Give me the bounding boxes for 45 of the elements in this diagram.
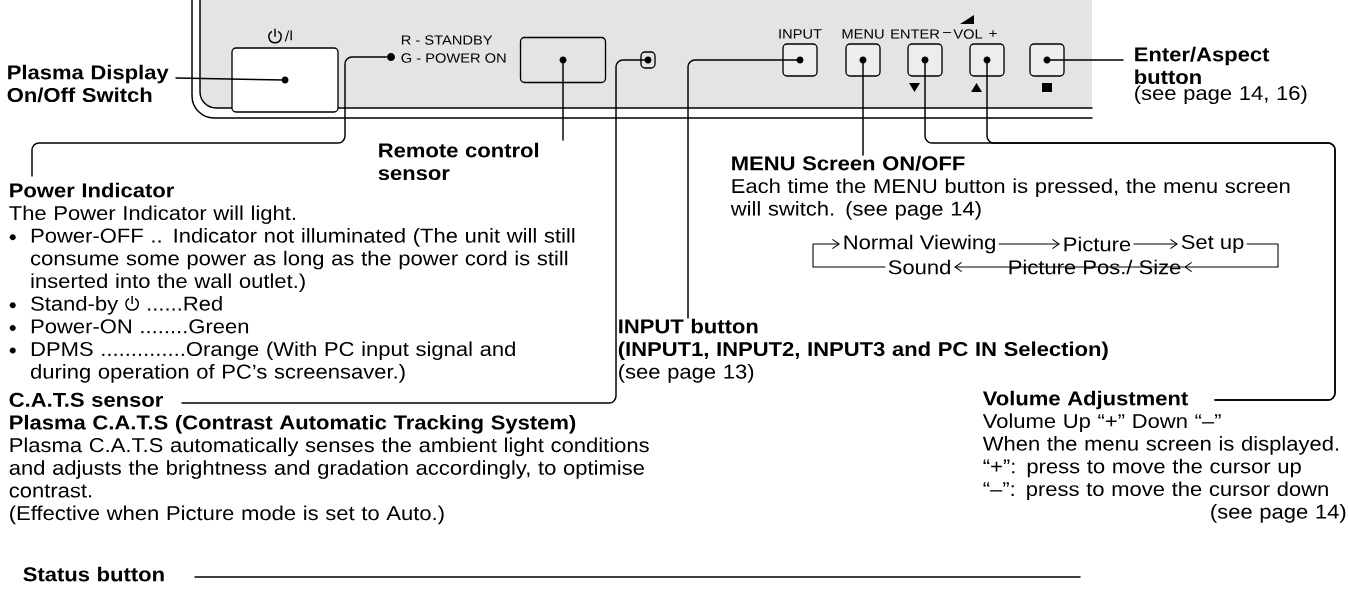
panel-label: INPUT (779, 29, 822, 39)
leader-line (562, 59, 564, 141)
panel-button (782, 43, 818, 77)
menu-item: Picture Pos./ Size (1009, 259, 1181, 275)
leader-line (175, 77, 286, 81)
callout-text: Remote control sensor (378, 142, 539, 181)
leader-line (687, 59, 801, 319)
callout-text: INPUT button (INPUT1, INPUT2, INPUT3 and PC IN Selection) (see page 13) (618, 318, 1108, 383)
panel-label: VOL (953, 29, 983, 39)
panel-button (845, 43, 881, 77)
panel-label: MENU (842, 29, 884, 39)
leader-line (31, 56, 387, 177)
callout-text: Status button (23, 566, 164, 582)
menu-item: Sound (888, 259, 950, 275)
leader-line (862, 59, 864, 156)
callout-text: Power Indicator The Power Indicator will light. Power-OFF .. Indicator not illuminated (The unit will still consume some power as long as the power cord is still inserted into the wall outlet.) Stand-by ......Red Power-ON ........Green DPMS ..............Orange (With PC input signal and during operation of PC’s screensaver.) (9, 182, 575, 383)
panel-button (1029, 43, 1065, 77)
sensor-window (640, 51, 656, 69)
switch-button (231, 47, 339, 113)
indicator-lamp (387, 53, 395, 61)
arrow (1133, 238, 1178, 250)
panel-button (907, 43, 943, 77)
panel-label: – (942, 32, 952, 33)
panel-label: G - POWER ON (401, 53, 506, 63)
leader-line (194, 576, 1081, 578)
callout-text: Plasma Display On/Off Switch (7, 64, 169, 103)
panel-label: + (989, 30, 997, 37)
arrow (998, 238, 1060, 250)
callout-text: C.A.T.S sensor Plasma C.A.T.S (Contrast Automatic Tracking System) Plasma C.A.T.S automatically senses the ambient light conditions and adjusts the brightness and gradation accordingly, to optimise contrast. (Effective when Picture mode is set to Auto.) (9, 392, 649, 525)
callout-text: MENU Screen ON/OFF Each time the MENU button is pressed, the menu screen will switch. (see page 14) (730, 155, 1290, 220)
menu-item: Picture (1064, 236, 1131, 252)
arrow (812, 238, 886, 268)
leader-line (1046, 59, 1124, 61)
menu-item: Normal Viewing (844, 234, 995, 254)
arrow (954, 261, 1185, 273)
panel-label: ENTER (891, 29, 940, 39)
leader-line (986, 59, 1336, 401)
arrow (1184, 243, 1279, 273)
callout-text: Enter/Aspect button (see page 14, 16) (1135, 46, 1307, 105)
panel-button (969, 43, 1005, 77)
menu-item: Set up (1181, 234, 1244, 254)
callout-text: Volume Adjustment Volume Up “+” Down “–” When the menu screen is displayed. “+”: press to move the cursor up “–”: press to move the cursor down (see page 14) (982, 390, 1346, 523)
sensor-window (519, 36, 607, 84)
panel-label: R - STANDBY (401, 35, 493, 45)
leader-line (181, 59, 649, 404)
